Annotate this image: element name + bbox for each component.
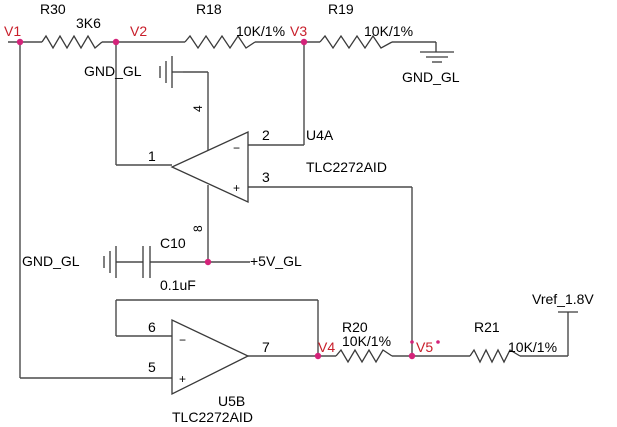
resistor-r20 bbox=[335, 348, 393, 364]
junction-v5-mark-a bbox=[410, 340, 414, 344]
node-label-v1: V1 bbox=[4, 23, 21, 39]
u5b-ref: U5B bbox=[218, 393, 245, 409]
r19-value: 10K/1% bbox=[364, 23, 413, 39]
junction-supply bbox=[204, 258, 212, 266]
net-gnd-top: GND_GL bbox=[402, 69, 460, 85]
junction-v3 bbox=[300, 38, 308, 46]
ground-symbol-top bbox=[420, 42, 454, 63]
node-label-v5: V5 bbox=[416, 339, 433, 355]
net-supply: +5V_GL bbox=[250, 253, 302, 269]
r20-ref: R20 bbox=[342, 319, 368, 335]
resistor-r21 bbox=[469, 348, 521, 364]
r20-value: 10K/1% bbox=[342, 333, 391, 349]
node-label-v3: V3 bbox=[290, 23, 307, 39]
net-gnd-left: GND_GL bbox=[84, 63, 142, 79]
c10-ref: C10 bbox=[160, 235, 186, 251]
ground-symbol-u4a bbox=[159, 56, 183, 88]
u5b-plus-sign: + bbox=[179, 372, 186, 386]
junction-v5 bbox=[408, 352, 416, 360]
junction-v2 bbox=[112, 38, 120, 46]
u5b-pin-5: 5 bbox=[148, 359, 156, 375]
u4a-pin-1: 1 bbox=[148, 148, 156, 164]
u5b-pin-6: 6 bbox=[148, 319, 156, 335]
junctions bbox=[16, 38, 440, 360]
node-label-v2: V2 bbox=[130, 23, 147, 39]
ground-symbol-cap bbox=[103, 246, 117, 278]
resistor-r19 bbox=[319, 34, 393, 50]
r19-ref: R19 bbox=[328, 1, 354, 17]
u4a-pin-4: 4 bbox=[191, 105, 205, 112]
capacitor-c10 bbox=[142, 246, 151, 278]
r30-value: 3K6 bbox=[76, 15, 101, 31]
resistor-r18 bbox=[184, 34, 256, 50]
junction-v5-mark-b bbox=[436, 340, 440, 344]
u4a-pin-3: 3 bbox=[262, 169, 270, 185]
u4a-plus-sign: + bbox=[233, 181, 240, 195]
u5b-part: TLC2272AID bbox=[172, 409, 253, 425]
junction-v1 bbox=[16, 38, 24, 46]
net-vref: Vref_1.8V bbox=[532, 291, 594, 307]
r21-value: 10K/1% bbox=[508, 339, 557, 355]
u5b-minus-sign: − bbox=[179, 333, 186, 347]
u4a-minus-sign: − bbox=[233, 141, 240, 155]
junction-v4 bbox=[314, 352, 322, 360]
wires bbox=[8, 41, 569, 379]
u4a-pin-8: 8 bbox=[191, 225, 205, 232]
r18-ref: R18 bbox=[196, 1, 222, 17]
c10-value: 0.1uF bbox=[160, 277, 196, 293]
resistor-r30 bbox=[41, 34, 103, 50]
u4a-ref: U4A bbox=[306, 127, 334, 143]
r18-value: 10K/1% bbox=[236, 23, 285, 39]
opamp-u4a: − + bbox=[170, 112, 249, 222]
u5b-pin-7: 7 bbox=[262, 339, 270, 355]
r21-ref: R21 bbox=[474, 319, 500, 335]
u4a-part: TLC2272AID bbox=[306, 159, 387, 175]
r30-ref: R30 bbox=[40, 1, 66, 17]
opamp-u5b: − + bbox=[171, 318, 250, 396]
u4a-pin-2: 2 bbox=[262, 127, 270, 143]
node-label-v4: V4 bbox=[318, 339, 335, 355]
net-gnd-cap: GND_GL bbox=[22, 253, 80, 269]
